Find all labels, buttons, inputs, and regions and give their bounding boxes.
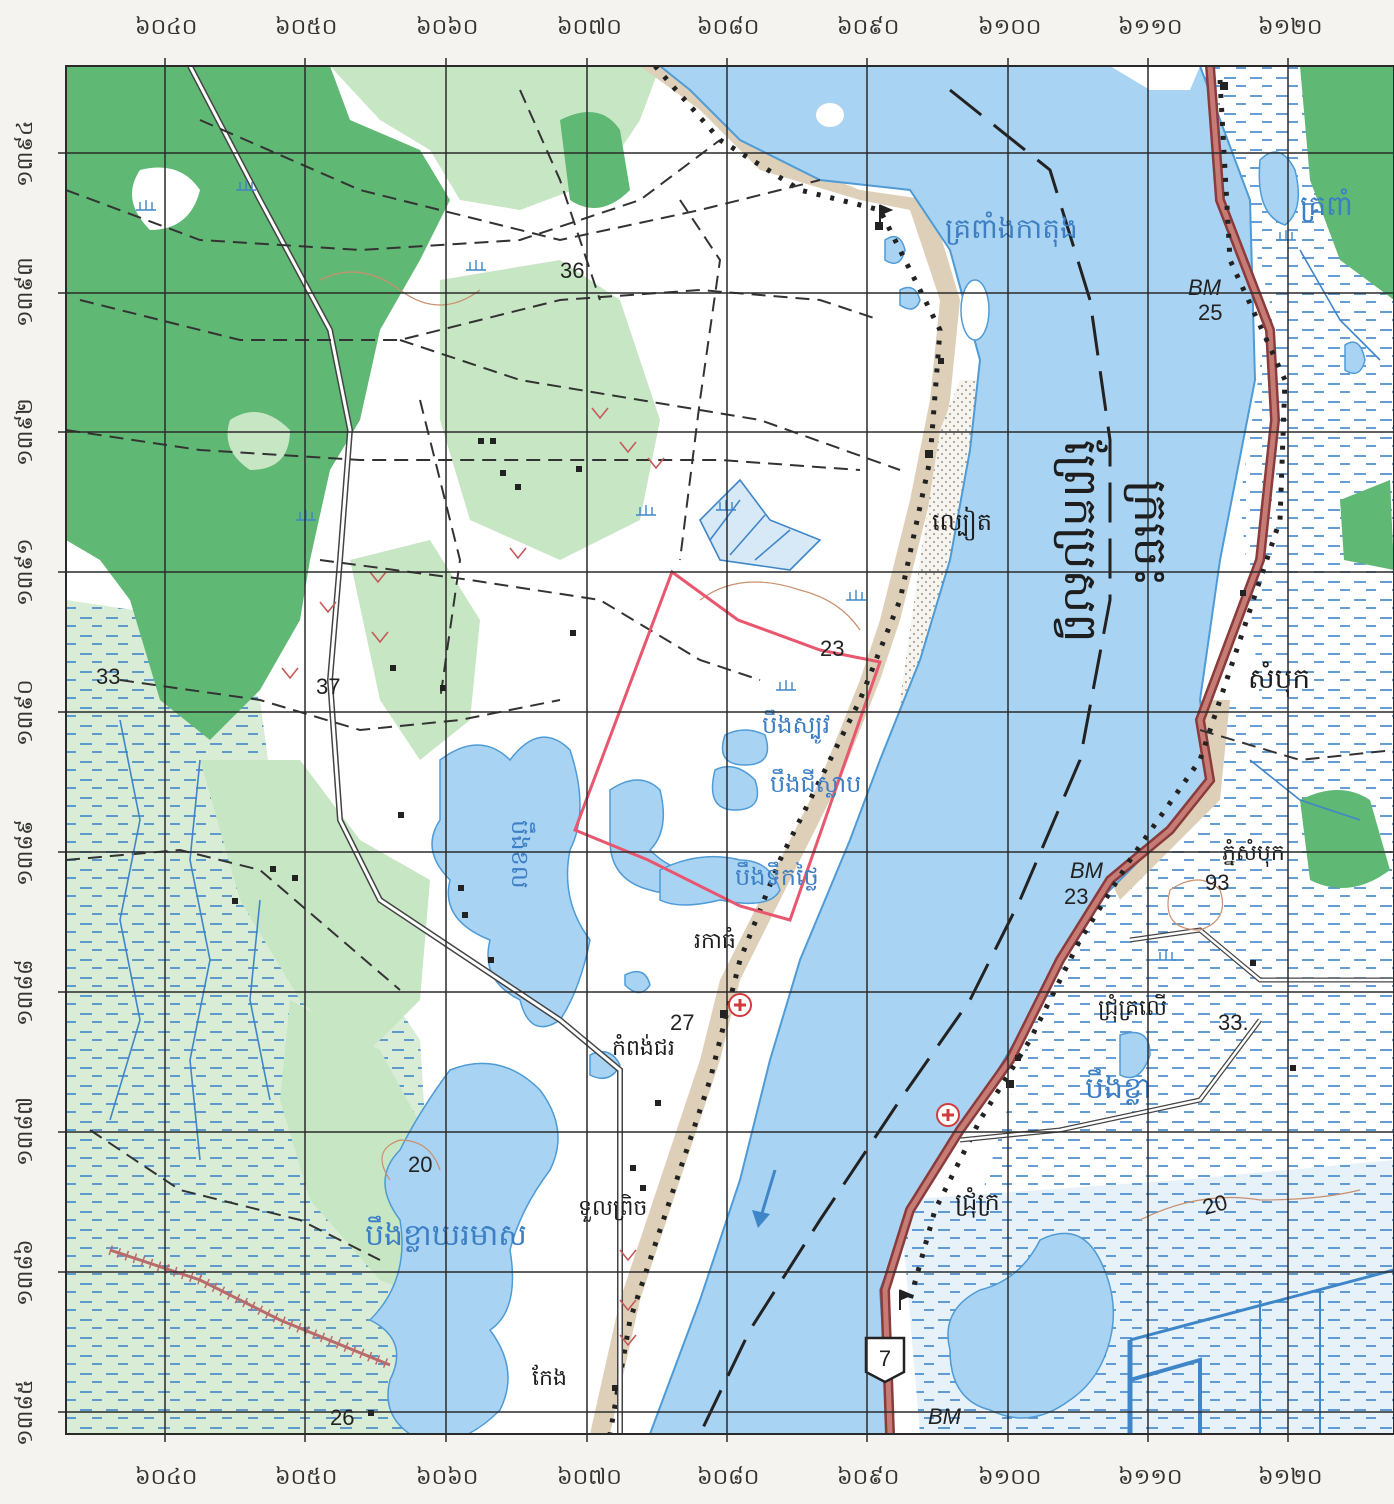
label-village-kampong: កំពង់ជរ bbox=[612, 1034, 675, 1061]
railway bbox=[108, 1245, 392, 1370]
grid-label-left: ១៣៩៤ bbox=[13, 120, 38, 187]
label-village-chroy: ជ្រុំគ្រលើ bbox=[1098, 994, 1167, 1022]
grid-label-top: ៦០៤០ bbox=[135, 15, 197, 40]
mekong-river bbox=[648, 66, 1257, 1434]
grid-labels: ៦០៤០៦០៥០៦០៦០៦០៧០៦០៨០៦០៩០៦១០០៦១១០៦១២០៦០៤០… bbox=[13, 15, 1322, 1490]
label-river-name-1: ព្រែកប្រសព្វ bbox=[1053, 440, 1108, 643]
label-village-kang: កែង bbox=[532, 1364, 567, 1391]
hospital-cross-icon bbox=[936, 1103, 960, 1127]
grid-label-top: ៦១២០ bbox=[1258, 15, 1322, 40]
benchmark-label: BM bbox=[1070, 858, 1104, 883]
grid-lines bbox=[58, 58, 1394, 1442]
label-lake-teukthlai: បឹងទឹកថ្លៃ bbox=[735, 861, 819, 891]
secondary-roads bbox=[187, 66, 1394, 1434]
map-border bbox=[65, 65, 1394, 1435]
elevation-33-right: 33. bbox=[1218, 1010, 1249, 1035]
grid-label-top: ៦១០០ bbox=[978, 15, 1041, 40]
label-village-chroy2: ជ្រុំក្រ bbox=[955, 1187, 1000, 1218]
route-number: 7 bbox=[879, 1346, 891, 1371]
grid-label-bottom: ៦០៨០ bbox=[697, 1465, 759, 1490]
marsh-symbols bbox=[136, 180, 1296, 961]
grid-label-left: ១៣៩០ bbox=[13, 679, 38, 746]
label-top-right: គ្រពាំ bbox=[1300, 188, 1353, 222]
label-lake-kha: បឹងខ្លា bbox=[1085, 1068, 1152, 1106]
grid-label-bottom: ៦០៥០ bbox=[275, 1465, 337, 1490]
grid-label-bottom: ៦១០០ bbox=[978, 1465, 1041, 1490]
grid-label-left: ១៣៨៩ bbox=[13, 819, 38, 886]
label-lake-khal: បឹងខល bbox=[506, 820, 536, 889]
label-sambok: សំបុក bbox=[1248, 661, 1310, 697]
label-village-rokathom: រកាធំ bbox=[694, 927, 736, 954]
grid-label-top: ៦០៨០ bbox=[697, 15, 759, 40]
label-village-tuol: ទួលព្រិច bbox=[578, 1194, 647, 1222]
elevation-93: 93 bbox=[1205, 870, 1229, 895]
hatched-wetland bbox=[699, 478, 822, 571]
label-lake-sbov: បឹងស្បូវ bbox=[762, 709, 830, 744]
elevation-37: 37 bbox=[316, 674, 340, 699]
buildings bbox=[232, 82, 1296, 1416]
elevation-26: 26 bbox=[330, 1405, 354, 1430]
grid-label-top: ៦០៥០ bbox=[275, 15, 337, 40]
grid-label-left: ១៣៩២ bbox=[13, 398, 38, 466]
benchmark-bottom: BM bbox=[928, 1404, 962, 1429]
grid-label-top: ៦១១០ bbox=[1118, 15, 1182, 40]
grid-label-bottom: ៦០៦០ bbox=[416, 1465, 478, 1490]
label-side-channel: គ្រពាំងកាតុង bbox=[945, 211, 1078, 247]
flag-icon bbox=[879, 204, 894, 225]
grid-label-bottom: ៦១១០ bbox=[1118, 1465, 1182, 1490]
grid-label-bottom: ៦០៤០ bbox=[135, 1465, 197, 1490]
grid-label-left: ១៣៨៦ bbox=[13, 1239, 38, 1306]
benchmark-25: 25 bbox=[1198, 300, 1222, 325]
grid-label-left: ១៣៨៨ bbox=[13, 959, 38, 1026]
grid-label-left: ១៣៨៧ bbox=[13, 1097, 38, 1166]
label-lake-chislap: បឹងជីស្លាប bbox=[770, 768, 861, 798]
label-sambok-hill: ភ្នំសំបុក bbox=[1222, 839, 1285, 867]
grid-label-bottom: ៦០៧០ bbox=[557, 1465, 622, 1490]
grid-label-left: ១៣៩៣ bbox=[13, 257, 38, 327]
trails bbox=[66, 89, 1394, 1261]
grid-label-left: ១៣៩១ bbox=[13, 538, 38, 606]
navigation-line bbox=[698, 88, 1112, 1434]
grid-label-left: ១៣៨៥ bbox=[13, 1379, 38, 1446]
flow-arrow-icon bbox=[752, 1169, 777, 1228]
lakes bbox=[368, 151, 1366, 1434]
contours bbox=[319, 271, 1361, 1221]
elevation-27: 27 bbox=[670, 1010, 694, 1035]
label-river-name-2: ក្រចេះ bbox=[1123, 480, 1178, 587]
elevation-36: 36 bbox=[560, 258, 584, 283]
flag-icon bbox=[899, 1289, 914, 1310]
national-road bbox=[879, 66, 1281, 1434]
crop-symbols bbox=[281, 407, 665, 1347]
contour-label-20-left: 20 bbox=[408, 1152, 432, 1177]
benchmark-label: BM bbox=[1188, 275, 1222, 300]
grid-label-bottom: ៦០៩០ bbox=[837, 1465, 899, 1490]
grid-label-top: ៦០៧០ bbox=[557, 15, 622, 40]
route-shield-icon: 7 bbox=[864, 1336, 906, 1384]
grid-label-bottom: ៦១២០ bbox=[1258, 1465, 1322, 1490]
benchmark-23: 23 bbox=[1064, 884, 1088, 909]
elevation-23: 23 bbox=[820, 636, 844, 661]
streams bbox=[109, 249, 1381, 1161]
project-boundary bbox=[573, 569, 882, 922]
label-sandbar: ល្បៀត bbox=[932, 506, 992, 541]
hospital-cross-icon bbox=[728, 993, 752, 1017]
grid-label-top: ៦០៩០ bbox=[837, 15, 899, 40]
grid-label-top: ៦០៦០ bbox=[416, 15, 478, 40]
elevation-33-left: 33 bbox=[96, 664, 120, 689]
